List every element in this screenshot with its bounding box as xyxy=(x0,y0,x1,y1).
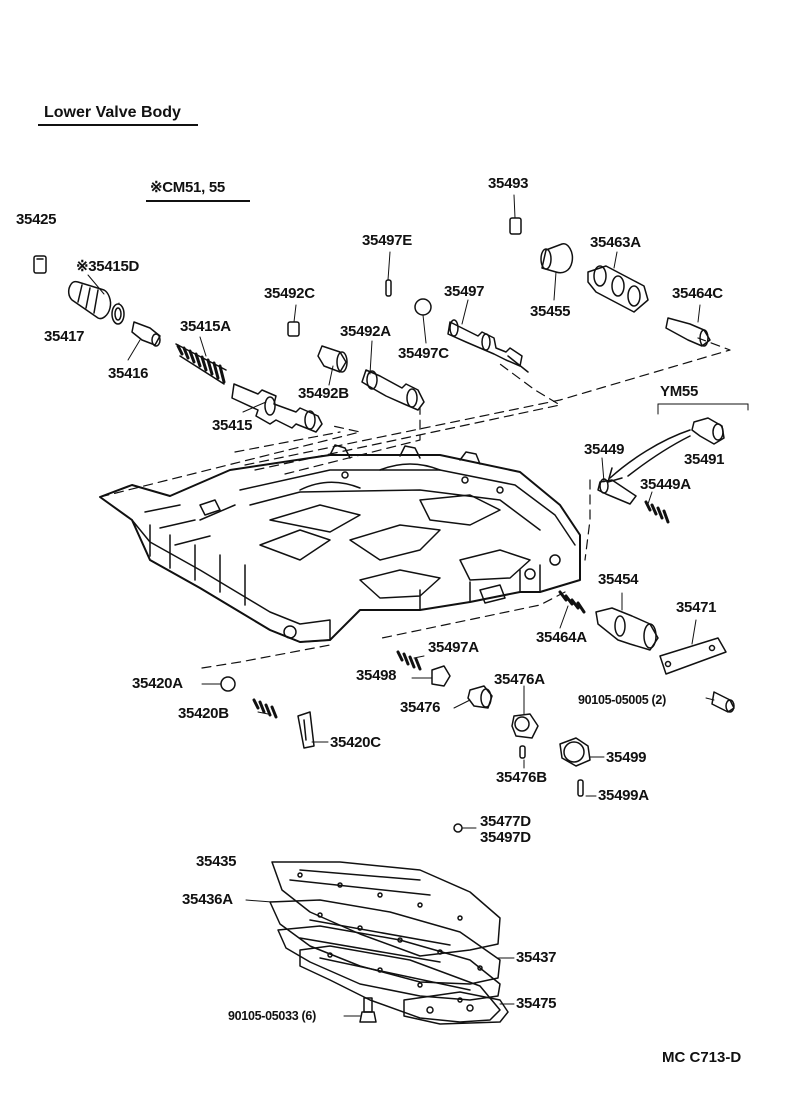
part-label-35449: 35449 xyxy=(584,441,625,458)
part-label-35477D: 35477D xyxy=(480,813,531,830)
part-35492B-plug xyxy=(317,345,348,373)
part-label-35449A: 35449A xyxy=(640,476,691,493)
part-35420C-retainer xyxy=(297,711,315,749)
part-35493-key xyxy=(509,217,522,235)
part-label-90105-05005: 90105-05005 (2) xyxy=(578,693,666,707)
part-label-35493: 35493 xyxy=(488,175,529,192)
part-label-35420B: 35420B xyxy=(178,705,229,722)
variant-label-cm51-55: ※CM51, 55 xyxy=(150,179,225,196)
part-label-35498: 35498 xyxy=(356,667,397,684)
part-label-35491: 35491 xyxy=(684,451,725,468)
part-label-35435: 35435 xyxy=(196,853,237,870)
part-35499-plug xyxy=(559,737,591,767)
part-35415A-spring xyxy=(175,343,227,385)
part-35492C-key xyxy=(287,321,300,337)
part-35498-plug xyxy=(431,665,451,687)
part-label-35420C: 35420C xyxy=(330,734,381,751)
valve-body-casting xyxy=(99,444,581,643)
part-label-90105-05033: 90105-05033 (6) xyxy=(228,1009,316,1023)
part-35463A-valve xyxy=(587,265,649,313)
part-label-35492C: 35492C xyxy=(264,285,315,302)
part-35417-sleeve xyxy=(67,280,112,320)
part-label-35463A: 35463A xyxy=(590,234,641,251)
part-label-35437: 35437 xyxy=(516,949,557,966)
part-35415-valve xyxy=(231,383,323,433)
part-label-35492A: 35492A xyxy=(340,323,391,340)
diagram-code: MC C713-D xyxy=(662,1049,742,1066)
part-label-35497D: 35497D xyxy=(480,829,531,846)
part-label-35420A: 35420A xyxy=(132,675,183,692)
leader-lines xyxy=(87,194,749,1017)
part-label-35471: 35471 xyxy=(676,599,717,616)
part-label-35455: 35455 xyxy=(530,303,571,320)
part-label-35497C: 35497C xyxy=(398,345,449,362)
part-label-35499: 35499 xyxy=(606,749,647,766)
part-label-35464C: 35464C xyxy=(672,285,723,302)
part-35497-valve xyxy=(447,319,529,373)
part-35425-key xyxy=(33,255,47,274)
part-label-35499A: 35499A xyxy=(598,787,649,804)
part-label-35416: 35416 xyxy=(108,365,149,382)
part-35476B-pin xyxy=(519,745,526,759)
part-90105-05033-bolt xyxy=(359,997,377,1023)
part-35491-valve xyxy=(691,417,725,445)
part-35476A-plug xyxy=(511,713,539,739)
part-35476-plug xyxy=(467,685,493,709)
part-label-35497: 35497 xyxy=(444,283,485,300)
part-35497C-ball xyxy=(414,298,432,316)
part-label-35476A: 35476A xyxy=(494,671,545,688)
part-label-35464A: 35464A xyxy=(536,629,587,646)
part-90105-05005-bolt xyxy=(711,691,735,713)
part-35499A-pin xyxy=(577,779,584,797)
part-35420B-spring xyxy=(252,698,278,719)
alignment-leader-lines xyxy=(99,337,731,669)
variant-underline-cm xyxy=(146,200,250,202)
title-underline xyxy=(38,124,198,126)
part-label-35415A: 35415A xyxy=(180,318,231,335)
part-label-35497A: 35497A xyxy=(428,639,479,656)
part-35497A-spring xyxy=(396,650,422,671)
variant-label-ym55: YM55 xyxy=(660,383,698,400)
part-label-35436A: 35436A xyxy=(182,891,233,908)
part-label-35454: 35454 xyxy=(598,571,639,588)
part-label-35475: 35475 xyxy=(516,995,557,1012)
part-label-35425: 35425 xyxy=(16,211,57,228)
part-35449-valve xyxy=(597,478,637,505)
part-35420A-ball xyxy=(220,676,236,692)
part-label-35492B: 35492B xyxy=(298,385,349,402)
part-label-35415: 35415 xyxy=(212,417,253,434)
part-35492A-valve xyxy=(361,369,425,411)
plate-stack xyxy=(269,861,509,1025)
part-35477D-ball xyxy=(453,823,463,833)
part-label-35497E: 35497E xyxy=(362,232,412,249)
part-label-35415D: ※35415D xyxy=(76,258,140,275)
part-35416-plug xyxy=(131,321,161,347)
part-35455-plug xyxy=(540,243,574,274)
part-label-35417: 35417 xyxy=(44,328,85,345)
part-35415D-ring xyxy=(111,303,125,325)
part-label-35476: 35476 xyxy=(400,699,441,716)
diagram-title: Lower Valve Body xyxy=(44,104,181,121)
part-35464A-spring xyxy=(558,590,586,614)
part-35464C-plug xyxy=(665,317,711,347)
part-35449A-spring xyxy=(644,500,670,524)
part-label-35476B: 35476B xyxy=(496,769,547,786)
part-35454-valve xyxy=(595,607,659,651)
part-35497E-pin xyxy=(385,279,392,297)
part-35471-plate xyxy=(659,637,727,675)
